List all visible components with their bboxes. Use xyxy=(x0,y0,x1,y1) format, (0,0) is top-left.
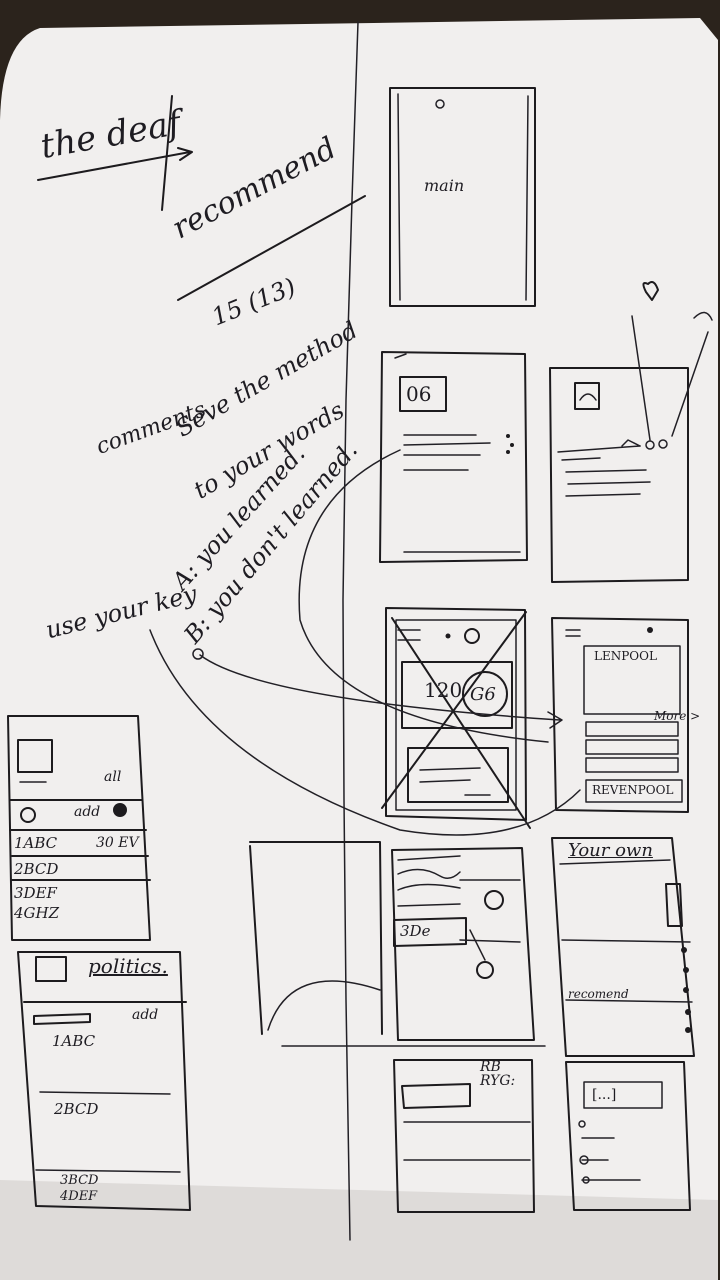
recommend-small-label: recomend xyxy=(568,987,629,1001)
left-list-item-1: 1ABC xyxy=(14,834,58,852)
picture-screen-sketch xyxy=(549,281,713,583)
bottom-screens-sketch xyxy=(393,1059,691,1213)
overlay-circle-text: G6 xyxy=(470,684,496,705)
book-screen-sketch xyxy=(249,841,546,1047)
left-list-item-3: 3DEF xyxy=(14,884,57,902)
link-arrow-c xyxy=(298,449,549,743)
recommend-underline xyxy=(177,195,366,301)
link-node xyxy=(192,648,204,660)
card-screen-sketch xyxy=(379,351,528,563)
paper-shade xyxy=(0,1180,718,1280)
your-own-label: Your own xyxy=(568,840,653,861)
politics-item-3: 3BCD xyxy=(60,1173,99,1188)
main-phone-sketch xyxy=(389,87,536,307)
your-own-screen-sketch xyxy=(551,837,695,1057)
left-list-all: all xyxy=(104,769,122,785)
link-arrow-a xyxy=(199,654,563,729)
rb-label: RB RYG: xyxy=(480,1059,516,1089)
link-arrow-b xyxy=(149,629,581,836)
overlay-text: 120 xyxy=(424,678,463,702)
card-number: 06 xyxy=(406,382,432,406)
left-list-item-2: 2BCD xyxy=(14,860,59,878)
revenpool-label: REVENPOOL xyxy=(592,783,674,797)
left-list-add: add xyxy=(74,804,101,820)
lenpool-screen-sketch xyxy=(551,617,689,813)
title-underline xyxy=(37,147,193,181)
politics-add: add xyxy=(132,1007,159,1023)
middle-screen-sketch xyxy=(391,847,535,1041)
more-label: More > xyxy=(654,709,701,723)
main-label: main xyxy=(424,176,465,195)
politics-item-2: 2BCD xyxy=(54,1100,99,1118)
mid-text: 3De xyxy=(400,922,431,940)
title-stroke xyxy=(161,95,173,211)
lenpool-label: LENPOOL xyxy=(594,649,657,663)
spine-line xyxy=(342,21,359,1241)
left-list-item-4: 4GHZ xyxy=(14,904,60,922)
bracket-label: [...] xyxy=(592,1087,617,1103)
left-list-sketch xyxy=(7,715,151,941)
politics-title: politics. xyxy=(88,954,168,978)
politics-screen-sketch xyxy=(17,951,191,1211)
left-list-value: 30 EV xyxy=(96,835,139,851)
politics-item-1: 1ABC xyxy=(52,1032,96,1050)
politics-item-4: 4DEF xyxy=(60,1189,98,1204)
